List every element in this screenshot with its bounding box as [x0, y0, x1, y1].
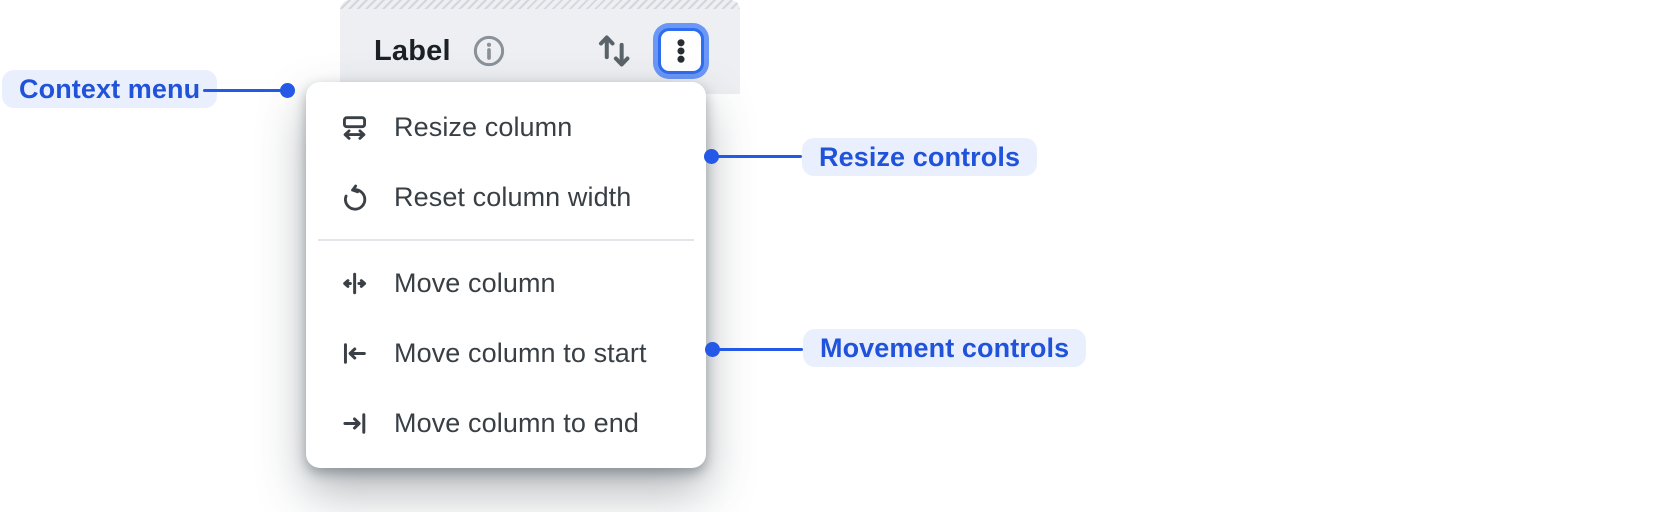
- menu-item-move-column-to-start[interactable]: Move column to start: [306, 318, 706, 388]
- menu-item-label: Move column: [394, 267, 556, 298]
- annotation-movement-controls: Movement controls: [803, 329, 1087, 367]
- menu-item-move-column-to-end[interactable]: Move column to end: [306, 388, 706, 458]
- annotation-label: Movement controls: [820, 332, 1070, 363]
- menu-item-label: Move column to start: [394, 337, 647, 368]
- leader-dot-movement-controls: [705, 342, 720, 357]
- annotation-label: Resize controls: [819, 141, 1021, 172]
- cropped-edge-hatch: [340, 0, 740, 9]
- leader-dot-context-menu: [280, 83, 295, 98]
- menu-item-move-column[interactable]: Move column: [306, 248, 706, 318]
- annotation-label: Context menu: [19, 73, 201, 104]
- menu-item-reset-column-width[interactable]: Reset column width: [306, 162, 706, 232]
- leader-line-movement-controls: [713, 348, 803, 351]
- reset-column-width-icon: [344, 184, 367, 211]
- menu-item-label: Move column to end: [394, 407, 639, 438]
- leader-dot-resize-controls: [704, 149, 719, 164]
- move-column-to-start-icon: [343, 342, 366, 364]
- column-header-label: Label: [374, 34, 451, 67]
- menu-item-resize-column[interactable]: Resize column: [306, 92, 706, 162]
- sort-icon[interactable]: [594, 30, 636, 72]
- resize-column-icon: [343, 115, 366, 140]
- annotation-context-menu: Context menu: [2, 70, 218, 108]
- column-options-button[interactable]: [658, 28, 704, 74]
- leader-line-context-menu: [203, 89, 282, 92]
- move-column-icon: [343, 272, 367, 294]
- leader-line-resize-controls: [712, 155, 802, 158]
- context-menu: Resize column Reset column width Move co…: [306, 82, 706, 468]
- info-icon[interactable]: [470, 32, 508, 70]
- annotation-resize-controls: Resize controls: [802, 138, 1038, 176]
- menu-item-label: Resize column: [394, 111, 573, 142]
- move-column-to-end-icon: [343, 412, 366, 434]
- menu-item-label: Reset column width: [394, 181, 632, 212]
- table-column-header: Label: [340, 0, 740, 94]
- kebab-menu-icon: [677, 39, 685, 63]
- menu-divider: [318, 239, 694, 241]
